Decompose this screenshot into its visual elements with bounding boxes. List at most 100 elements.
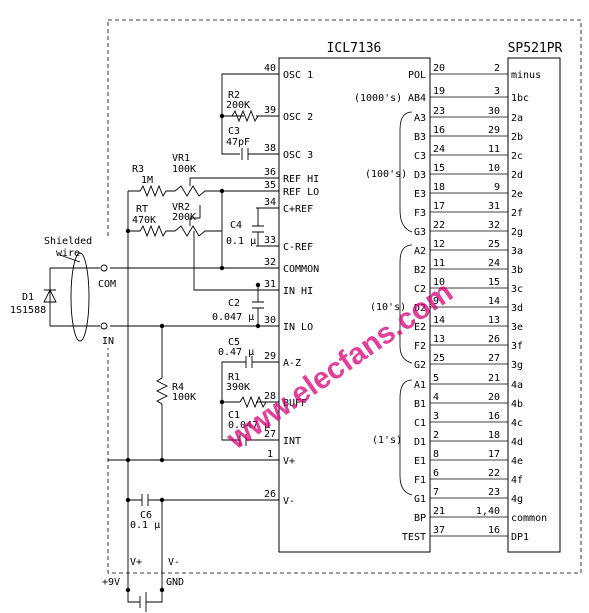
sp521pr-title: SP521PR	[508, 41, 563, 56]
icl-right-pin-name: G1	[414, 494, 426, 505]
icl-left-pin-number: 34	[264, 197, 276, 208]
shielded-label: Shielded	[44, 236, 92, 247]
icl7136-right-pins: POL20AB419A323B316C324D315E318F317G322A2…	[402, 63, 445, 543]
c6-value: 0.1 μ	[130, 520, 160, 531]
icl-right-pin-name: AB4	[408, 93, 426, 104]
sp-pin-number: 1,40	[476, 506, 500, 517]
icl-right-pin-number: 8	[433, 449, 439, 460]
sp-pin-name: minus	[511, 70, 541, 81]
sp-pin-number: 13	[488, 315, 500, 326]
icl-right-pin-name: A1	[414, 380, 426, 391]
group-label-ones: (1's)	[372, 435, 402, 446]
icl-right-pin-name: B1	[414, 399, 426, 410]
icl-right-pin-number: 25	[433, 353, 445, 364]
icl-right-pin-name: E1	[414, 456, 426, 467]
sp-pin-name: 1bc	[511, 93, 529, 104]
rt-name: RT	[136, 204, 148, 215]
sp-pin-number: 27	[488, 353, 500, 364]
external-wiring	[43, 73, 279, 612]
sp-pin-number: 3	[494, 86, 500, 97]
sp-pin-name: 2g	[511, 227, 523, 238]
sp-pin-number: 26	[488, 334, 500, 345]
icl-right-pin-number: 24	[433, 144, 445, 155]
sp-pin-name: 3e	[511, 322, 523, 333]
sp-pin-number: 21	[488, 373, 500, 384]
icl-right-pin-name: F2	[414, 341, 426, 352]
sp-pin-name: 3b	[511, 265, 523, 276]
d1-name: D1	[22, 292, 34, 303]
sp-pin-number: 9	[494, 182, 500, 193]
icl-right-pin-name: G3	[414, 227, 426, 238]
sp521pr-chip	[507, 57, 561, 553]
component-labels: R2 200K C3 47pF R3 1M VR1 100K RT 470K V…	[10, 90, 270, 588]
icl-left-pin-name: REF LO	[283, 187, 319, 198]
rt-value: 470K	[132, 215, 156, 226]
sp-pin-number: 14	[488, 296, 500, 307]
sp-pin-number: 11	[488, 144, 500, 155]
c2-name: C2	[228, 298, 240, 309]
sp-pin-number: 23	[488, 487, 500, 498]
sp-pin-number: 24	[488, 258, 500, 269]
sp-pin-number: 15	[488, 277, 500, 288]
icl-left-pin-name: BUFF	[283, 398, 307, 409]
sp-pin-number: 17	[488, 449, 500, 460]
icl-left-pin-number: 27	[264, 429, 276, 440]
icl-right-pin-name: D3	[414, 170, 426, 181]
icl-right-pin-number: 6	[433, 468, 439, 479]
icl-left-pin-name: OSC 1	[283, 70, 313, 81]
icl-left-pin-number: 1	[267, 449, 273, 460]
sp-pin-name: 3f	[511, 341, 523, 352]
r3-value: 1M	[141, 175, 153, 186]
sp-pin-number: 18	[488, 430, 500, 441]
icl-right-pin-number: 12	[433, 239, 445, 250]
c5-value: 0.47 μ	[218, 347, 254, 358]
icl-left-pin-name: INT	[283, 436, 301, 447]
icl-left-pin-number: 31	[264, 279, 276, 290]
sp-pin-name: 3a	[511, 246, 523, 257]
sp-pin-name: 2f	[511, 208, 523, 219]
icl-left-pin-name: C+REF	[283, 204, 313, 215]
r2-value: 200K	[226, 100, 250, 111]
vr1-name: VR1	[172, 153, 190, 164]
sp-pin-name: 4c	[511, 418, 523, 429]
icl-left-pin-name: OSC 2	[283, 112, 313, 123]
icl-right-pin-number: 17	[433, 201, 445, 212]
vplus-label: V+	[130, 557, 142, 568]
r3-name: R3	[132, 164, 144, 175]
icl-left-pin-number: 39	[264, 105, 276, 116]
icl-right-pin-number: 2	[433, 430, 439, 441]
icl-left-pin-name: IN HI	[283, 286, 313, 297]
terminals	[100, 264, 108, 330]
icl-right-pin-name: A2	[414, 246, 426, 257]
icl-right-pin-name: G2	[414, 360, 426, 371]
r4-value: 100K	[172, 392, 196, 403]
module-outline	[107, 19, 582, 574]
icl-left-pin-number: 35	[264, 180, 276, 191]
c1-name: C1	[228, 410, 240, 421]
icl-left-pin-name: V-	[283, 496, 295, 507]
icl-right-pin-number: 20	[433, 63, 445, 74]
icl-left-pin-number: 36	[264, 167, 276, 178]
icl-right-pin-number: 23	[433, 106, 445, 117]
c6-name: C6	[140, 510, 152, 521]
d1-value: 1S1588	[10, 305, 46, 316]
icl-right-pin-number: 22	[433, 220, 445, 231]
sp-pin-number: 30	[488, 106, 500, 117]
sp-pin-name: 4a	[511, 380, 523, 391]
sp-pin-name: 4b	[511, 399, 523, 410]
vr1-value: 100K	[172, 164, 196, 175]
plus9v-label: +9V	[102, 577, 120, 588]
sp-pin-name: 4f	[511, 475, 523, 486]
icl7136-title: ICL7136	[327, 41, 382, 56]
icl-right-pin-name: B3	[414, 132, 426, 143]
r1-name: R1	[228, 372, 240, 383]
icl-left-pin-name: OSC 3	[283, 150, 313, 161]
sp-pin-name: 4g	[511, 494, 523, 505]
icl7136-chip	[278, 57, 431, 553]
sp-pin-number: 29	[488, 125, 500, 136]
icl-right-pin-number: 14	[433, 315, 445, 326]
icl-left-pin-name: IN LO	[283, 322, 313, 333]
icl-left-pin-number: 29	[264, 351, 276, 362]
segment-bus	[430, 73, 508, 537]
